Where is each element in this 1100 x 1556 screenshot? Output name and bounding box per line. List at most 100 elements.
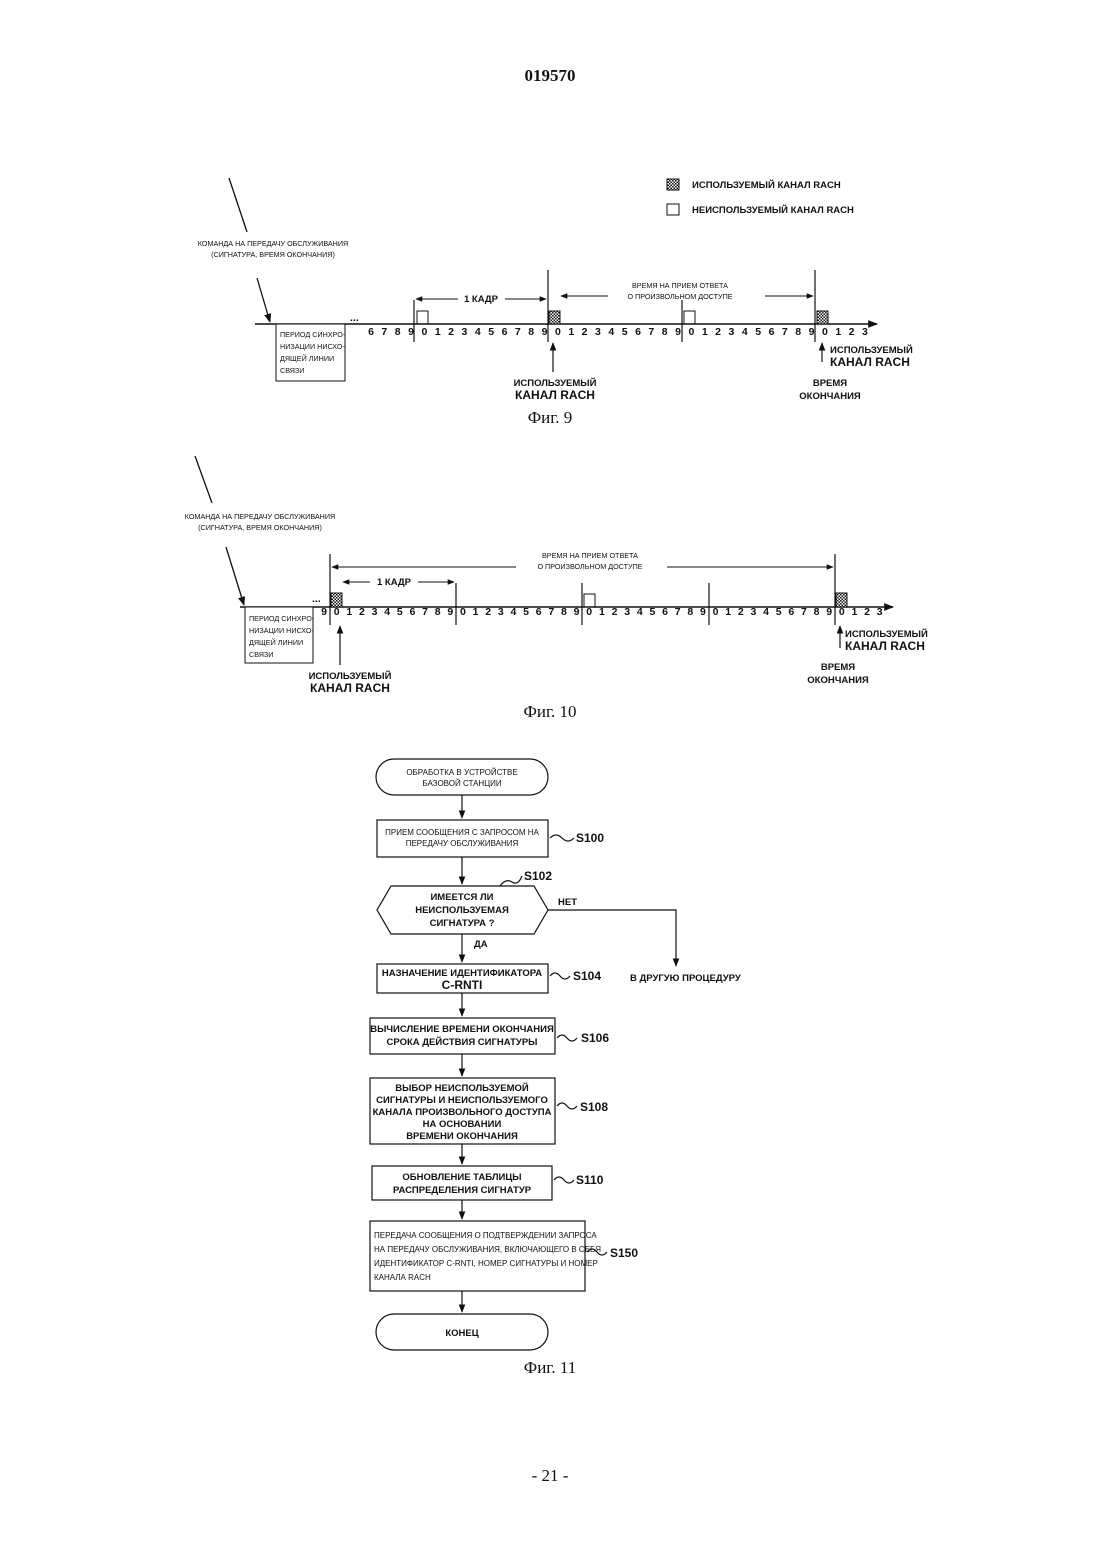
- fig9-tick-label: 5: [622, 326, 628, 338]
- fig10-sync-line3: ДЯЩЕЙ ЛИНИИ: [249, 638, 303, 647]
- fig10-tick-label: 7: [675, 606, 681, 618]
- fig9-tick-label: 3: [462, 326, 468, 338]
- fig9-command-line1: КОМАНДА НА ПЕРЕДАЧУ ОБСЛУЖИВАНИЯ: [198, 239, 348, 248]
- fig10-tick-label: 1: [599, 606, 605, 618]
- fig10-used-rach-slot: [331, 593, 342, 607]
- fc-s108-line2: СИГНАТУРЫ И НЕИСПОЛЬЗУЕМОГО: [376, 1095, 548, 1106]
- fig10-response-line1: ВРЕМЯ НА ПРИЕМ ОТВЕТА: [542, 551, 638, 560]
- fig10-tick-label: 6: [788, 606, 794, 618]
- fig10-tick-label: 9: [447, 606, 453, 618]
- fig9-tick-label: 1: [835, 326, 841, 338]
- fig9-tick-label: 6: [769, 326, 775, 338]
- fc-s102-line1: ИМЕЕТСЯ ЛИ: [430, 892, 493, 903]
- fc-s108-step: S108: [580, 1100, 608, 1114]
- fc-start-line2: БАЗОВОЙ СТАНЦИИ: [422, 779, 501, 788]
- fc-start-terminator: [376, 759, 548, 795]
- fig9-unused-rach-slot: [684, 311, 695, 324]
- fc-end-label: КОНЕЦ: [445, 1328, 478, 1339]
- fc-s106-leader: [557, 1035, 577, 1041]
- fig10-tick-label: 1: [473, 606, 479, 618]
- fig9-unused-rach-slot: [417, 311, 428, 324]
- fig10-command-arrow: [226, 547, 244, 605]
- fc-s110-line2: РАСПРЕДЕЛЕНИЯ СИГНАТУР: [393, 1185, 532, 1196]
- fig10-tick-label: 5: [397, 606, 403, 618]
- fc-other-procedure: В ДРУГУЮ ПРОЦЕДУРУ: [630, 973, 741, 984]
- fig10-tick-label: 2: [864, 606, 870, 618]
- fig10-tick-label: 7: [422, 606, 428, 618]
- fig10-tick-label: 3: [750, 606, 756, 618]
- fig9-sync-line3: ДЯЩЕЙ ЛИНИИ: [280, 354, 334, 363]
- fc-s150-line4: КАНАЛА RACH: [374, 1273, 431, 1282]
- fig10-tick-label: 3: [372, 606, 378, 618]
- fig10-sync-line2: НИЗАЦИИ НИСХО-: [249, 626, 314, 635]
- fig10-tick-label: 4: [511, 606, 517, 618]
- fig10-ellipsis: ...: [312, 593, 321, 605]
- fig10-tick-label: 5: [523, 606, 529, 618]
- fig9-end-time-line2: ОКОНЧАНИЯ: [799, 391, 861, 402]
- fig9-sync-line4: СВЯЗИ: [280, 366, 304, 375]
- fc-s102-step: S102: [524, 869, 552, 883]
- fc-s108-line5: ВРЕМЕНИ ОКОНЧАНИЯ: [406, 1131, 518, 1142]
- fig9-tick-label: 9: [809, 326, 815, 338]
- fc-s100-line1: ПРИЕМ СООБЩЕНИЯ С ЗАПРОСОМ НА: [385, 828, 539, 837]
- fc-s108-line4: НА ОСНОВАНИИ: [423, 1119, 502, 1130]
- fig10-tick-label: 0: [586, 606, 592, 618]
- figure-11-flowchart: ОБРАБОТКА В УСТРОЙСТВЕ БАЗОВОЙ СТАНЦИИ П…: [370, 759, 741, 1350]
- fig9-tick-label: 6: [502, 326, 508, 338]
- fc-s150-line1: ПЕРЕДАЧА СООБЩЕНИЯ О ПОДТВЕРЖДЕНИИ ЗАПРО…: [374, 1231, 597, 1240]
- fig9-tick-label: 9: [675, 326, 681, 338]
- fig10-used-rach-line2: КАНАЛ RACH: [310, 681, 390, 695]
- fig9-tick-label: 5: [755, 326, 761, 338]
- fig10-sync-line1: ПЕРИОД СИНХРО-: [249, 614, 315, 623]
- fig10-frame-label: 1 КАДР: [377, 577, 412, 588]
- fc-s150-line2: НА ПЕРЕДАЧУ ОБСЛУЖИВАНИЯ, ВКЛЮЧАЮЩЕГО В …: [374, 1245, 601, 1254]
- fc-s102-line2: НЕИСПОЛЬЗУЕМАЯ: [415, 905, 509, 916]
- fig10-tick-label: 7: [548, 606, 554, 618]
- fc-no-branch-arrow: [548, 910, 676, 966]
- fc-s102-leader: [500, 876, 522, 886]
- fig9-tick-label: 7: [515, 326, 521, 338]
- fig10-tick-label: 6: [536, 606, 542, 618]
- fig10-command-lead: [195, 456, 212, 503]
- fig10-command-line1: КОМАНДА НА ПЕРЕДАЧУ ОБСЛУЖИВАНИЯ: [185, 512, 335, 521]
- fig10-tick-label: 6: [662, 606, 668, 618]
- fig9-tick-label: 8: [662, 326, 668, 338]
- fc-s110-step: S110: [576, 1173, 604, 1187]
- fig9-tick-label: 2: [448, 326, 454, 338]
- fig9-tick-label: 9: [542, 326, 548, 338]
- fig10-tick-label: 2: [612, 606, 618, 618]
- fig9-sync-line1: ПЕРИОД СИНХРО-: [280, 330, 346, 339]
- fig10-tick-label: 3: [498, 606, 504, 618]
- fig9-tick-label: 2: [849, 326, 855, 338]
- legend-used-swatch: [667, 179, 679, 190]
- fig9-tick-label: 7: [782, 326, 788, 338]
- fig9-tick-label: 4: [608, 326, 614, 338]
- fig9-tick-label: 2: [582, 326, 588, 338]
- fig9-sync-line2: НИЗАЦИИ НИСХО-: [280, 342, 345, 351]
- fc-s106-line2: СРОКА ДЕЙСТВИЯ СИГНАТУРЫ: [387, 1036, 538, 1048]
- fig9-tick-label: 0: [822, 326, 828, 338]
- fig10-response-line2: О ПРОИЗВОЛЬНОМ ДОСТУПЕ: [537, 562, 642, 571]
- fig10-tick-label: 9: [321, 606, 327, 618]
- fig10-tick-label: 6: [409, 606, 415, 618]
- fig9-tick-label: 8: [795, 326, 801, 338]
- fig9-used-rach-line2: КАНАЛ RACH: [515, 388, 595, 402]
- fig10-tick-label: 1: [852, 606, 858, 618]
- figure-10: КОМАНДА НА ПЕРЕДАЧУ ОБСЛУЖИВАНИЯ (СИГНАТ…: [185, 456, 928, 695]
- fig10-tick-label: 4: [637, 606, 643, 618]
- fig9-frame-label: 1 КАДР: [464, 294, 499, 305]
- fig9-tick-label: 8: [395, 326, 401, 338]
- fc-s102-yes: ДА: [474, 939, 488, 950]
- fc-s100-step: S100: [576, 831, 604, 845]
- fig9-tick-label: 8: [528, 326, 534, 338]
- fc-s100-leader: [550, 835, 574, 841]
- fig9-tick-label: 4: [475, 326, 481, 338]
- fc-s104-leader: [550, 973, 570, 979]
- fig10-caption: Фиг. 10: [0, 702, 1100, 722]
- fig10-tick-label: 8: [687, 606, 693, 618]
- fig9-tick-label: 1: [702, 326, 708, 338]
- fig10-tick-label: 9: [574, 606, 580, 618]
- fig9-command-lead: [229, 178, 247, 232]
- fc-s104-line2: C-RNTI: [442, 978, 483, 992]
